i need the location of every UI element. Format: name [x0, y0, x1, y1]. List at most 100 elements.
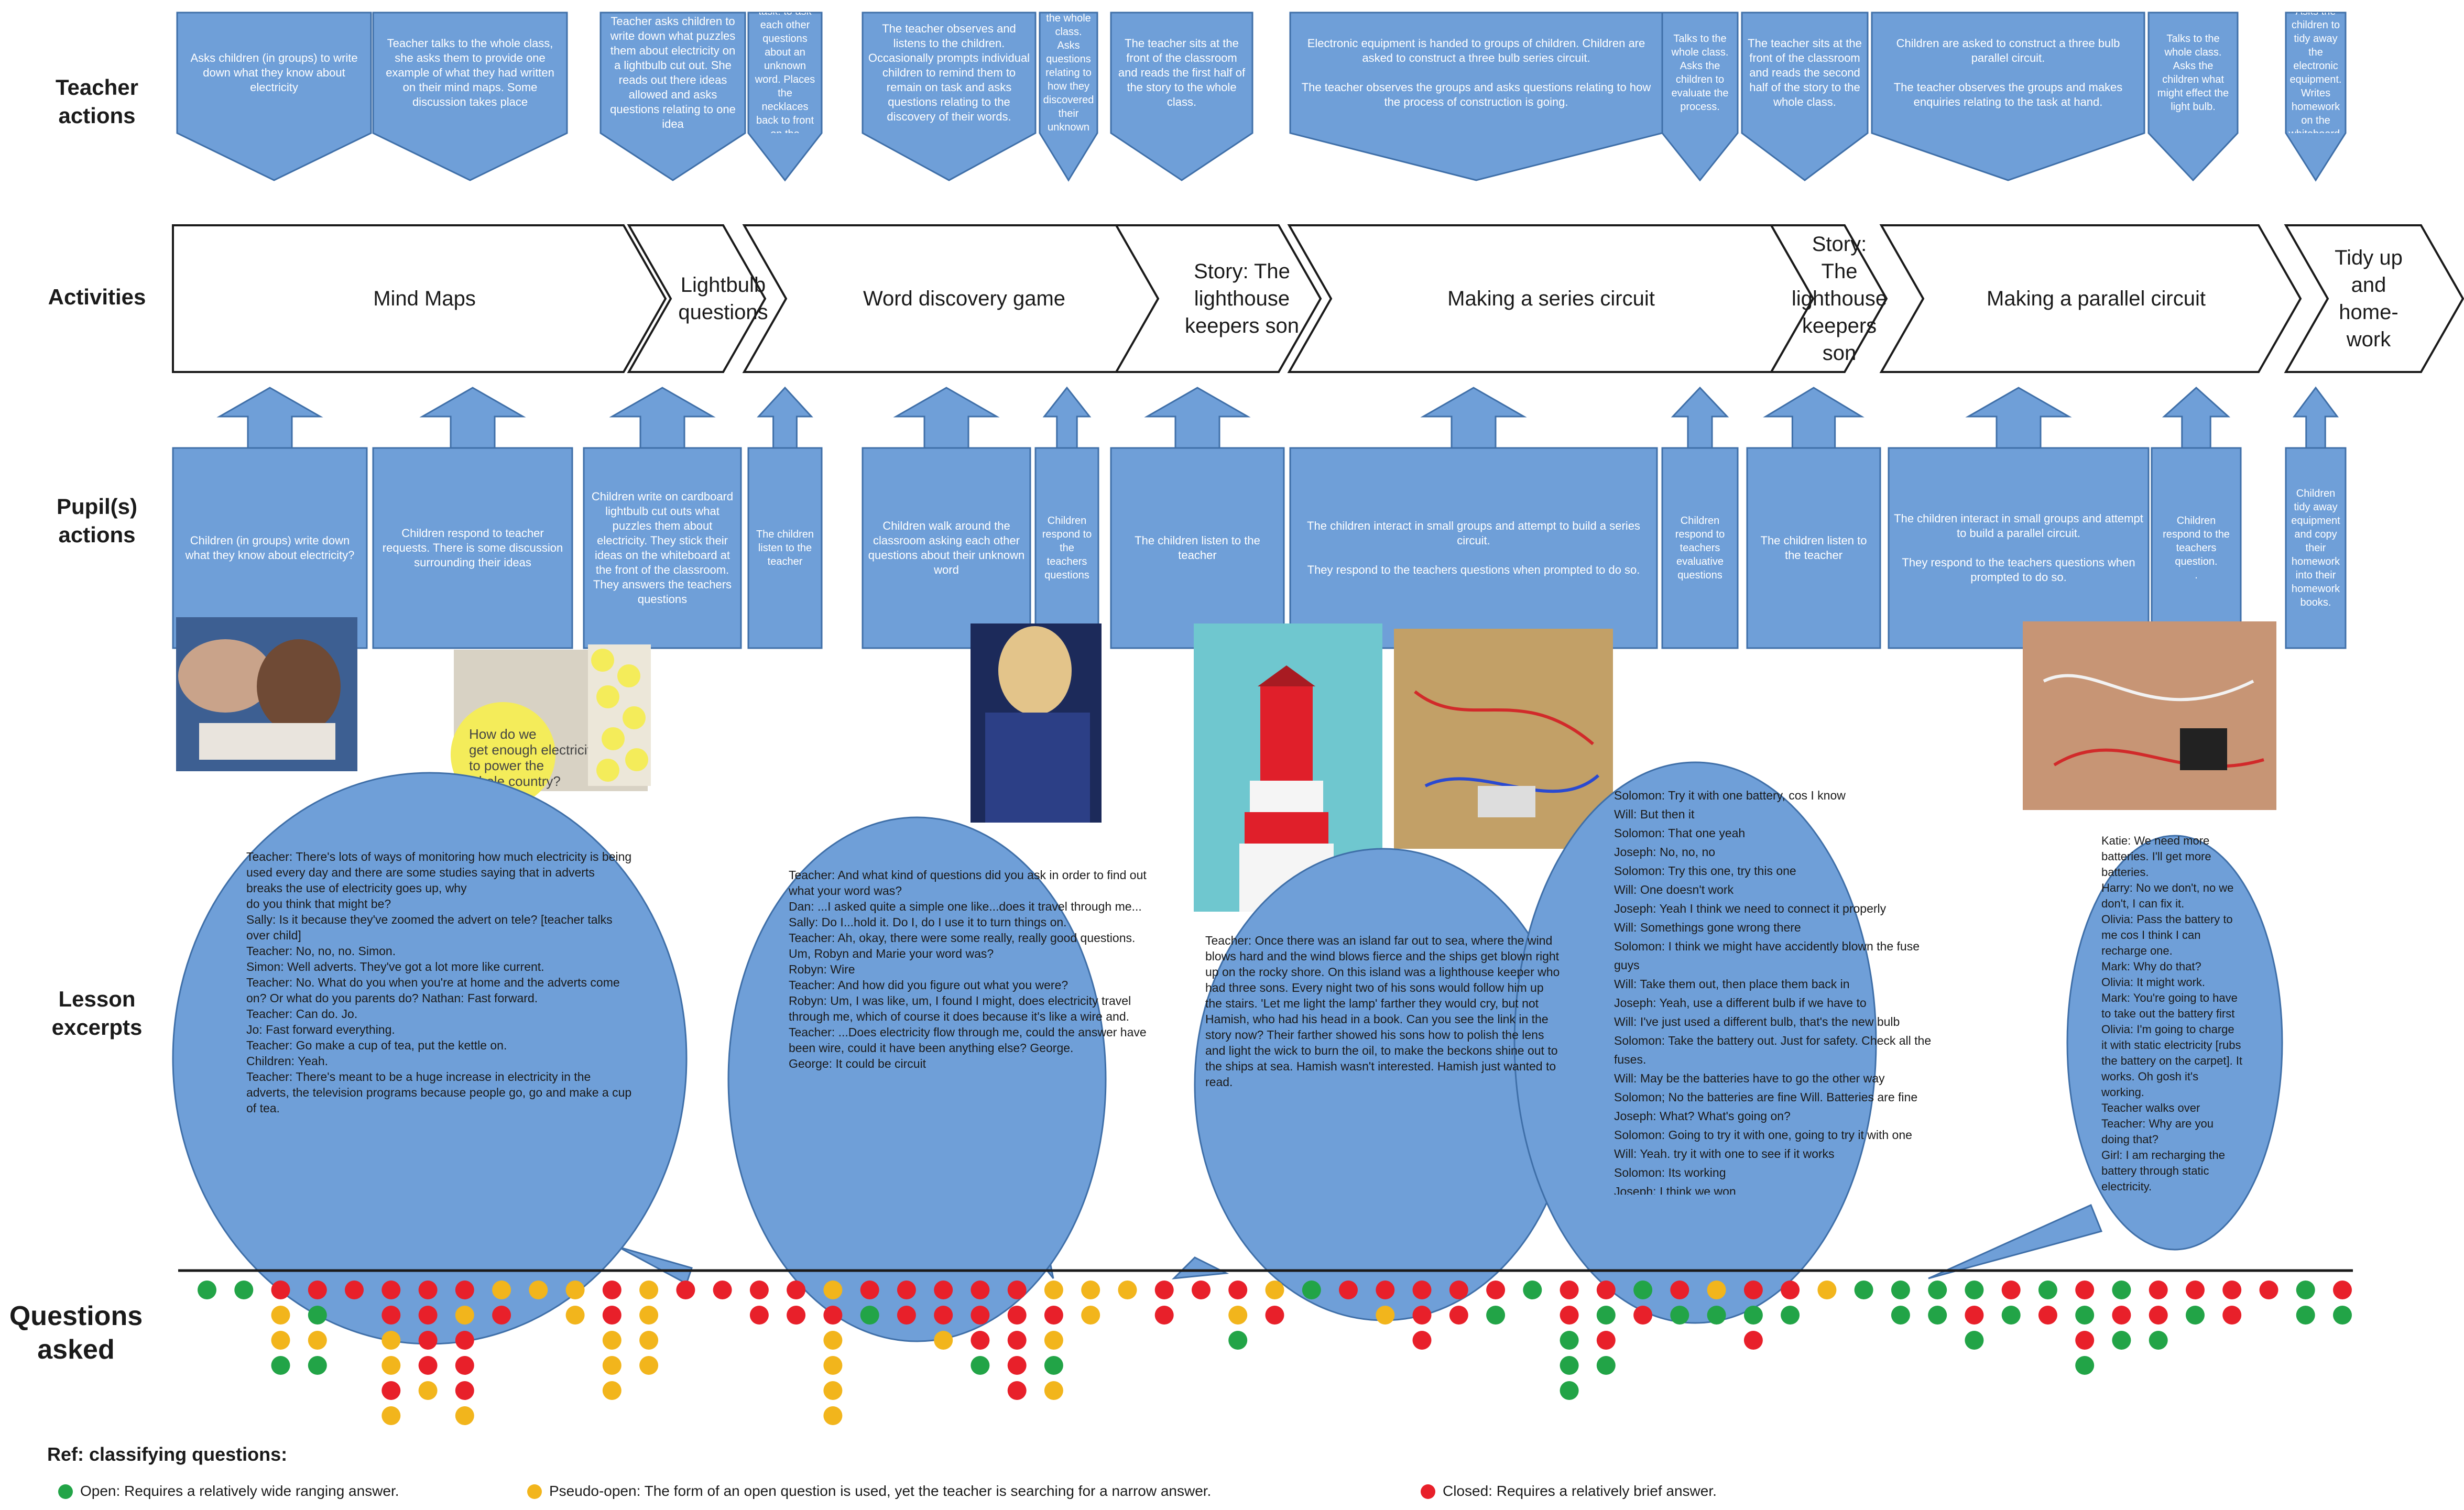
question-dot-open: [2333, 1306, 2352, 1325]
photo-battery: [1478, 786, 1535, 817]
question-dot-closed: [971, 1331, 990, 1350]
question-dot-pseudo-open: [1118, 1281, 1137, 1299]
teacher-action-shape: [747, 12, 823, 182]
question-dot-open: [271, 1356, 290, 1375]
question-dot-pseudo-open: [639, 1281, 659, 1299]
question-dot-closed: [2186, 1281, 2205, 1299]
speech-bubble-tail: [1171, 1256, 1229, 1279]
question-dot-open: [2112, 1281, 2131, 1299]
pupil-action-arrow: [2292, 386, 2339, 449]
activity-label: Story: The lighthouse keepers son: [1791, 233, 1888, 365]
pupil-action-text: Children tidy away equipment and copy th…: [2291, 488, 2340, 608]
question-dot-open: [1743, 1306, 1763, 1325]
speech-bubble-tail: [1928, 1203, 2103, 1279]
pupil-action-arrow: [2162, 386, 2231, 449]
question-dot-open: [1633, 1281, 1653, 1299]
question-dot-closed: [1596, 1281, 1616, 1299]
photo-detail: [985, 713, 1090, 823]
photo-children-group: [176, 617, 357, 771]
question-dot-pseudo-open: [823, 1331, 843, 1350]
question-dot-closed: [2075, 1331, 2095, 1350]
question-dot-open: [2075, 1306, 2095, 1325]
question-dot-open: [1891, 1306, 1910, 1325]
lightbulb-cutout: [625, 748, 648, 771]
row-label-activities: Activities: [48, 285, 146, 309]
question-dot-pseudo-open: [1817, 1281, 1837, 1299]
question-dot-pseudo-open: [565, 1281, 585, 1299]
question-dot-pseudo-open: [1044, 1281, 1063, 1299]
pupil-action-arrow: [1144, 387, 1251, 449]
question-dot-closed: [1781, 1281, 1800, 1299]
question-dot-pseudo-open: [492, 1281, 511, 1299]
lesson-excerpt-text: Teacher: And what kind of questions did …: [789, 868, 1147, 1070]
pupil-action-arrow: [216, 387, 323, 449]
question-dot-closed: [2149, 1281, 2168, 1299]
question-dot-pseudo-open: [823, 1281, 843, 1299]
question-dot-closed: [2001, 1281, 2021, 1299]
pupil-action-shape: [2285, 447, 2347, 649]
legend-label: Pseudo-open: The form of an open questio…: [549, 1483, 1212, 1499]
question-dot-open: [1596, 1306, 1616, 1325]
question-dot-closed: [1265, 1306, 1284, 1325]
question-dot-open: [2038, 1281, 2057, 1299]
question-dot-pseudo-open: [1081, 1281, 1100, 1299]
question-dot-pseudo-open: [1044, 1331, 1063, 1350]
pupil-action-shape: [1746, 447, 1881, 649]
teacher-action-shape: [599, 12, 746, 181]
question-dot-pseudo-open: [418, 1381, 438, 1400]
teacher-action-shape: [1039, 12, 1098, 182]
question-dot-pseudo-open: [1265, 1281, 1284, 1299]
teacher-action-text: Teacher asks children to write down what…: [610, 15, 736, 130]
teacher-action-shape: [372, 12, 568, 181]
question-dot-pseudo-open: [381, 1331, 401, 1350]
photo-parallel-circuit-frame: [2023, 621, 2276, 810]
legend-title: Ref: classifying questions:: [47, 1443, 288, 1465]
question-dot-closed: [381, 1381, 401, 1400]
question-dot-closed: [1044, 1306, 1063, 1325]
lightbulb-cutout: [596, 685, 619, 708]
pupil-action-text: Children walk around the classroom askin…: [868, 519, 1025, 576]
legend-dot: [1421, 1484, 1435, 1499]
pupil-action-text: The children listen to the teacher: [1135, 534, 1260, 562]
pupil-action-arrow: [1042, 386, 1092, 449]
pupil-action-arrow: [1965, 387, 2072, 449]
question-dot-open: [1044, 1356, 1063, 1375]
question-dot-open: [1781, 1306, 1800, 1325]
question-dot-pseudo-open: [823, 1406, 843, 1425]
question-dot-open: [1928, 1306, 1947, 1325]
activity-chevron: [627, 224, 767, 373]
activity-label: Word discovery game: [863, 287, 1066, 310]
lesson-excerpt-text: Teacher: There's lots of ways of monitor…: [246, 850, 632, 1115]
question-dot-open: [1670, 1306, 1689, 1325]
teacher-action-text: Talks to the whole class. Asks questions…: [1043, 13, 1094, 133]
question-dot-open: [1486, 1306, 1506, 1325]
speech-bubble-tail: [618, 1246, 693, 1285]
teacher-action-text: Describes task: to ask each other questi…: [755, 13, 815, 133]
activity-chevron: [1114, 224, 1322, 373]
teacher-action-text: Children are asked to construct a three …: [1893, 37, 2123, 108]
question-dot-closed: [455, 1381, 474, 1400]
pupil-action-shape: [1289, 447, 1658, 649]
question-dot-pseudo-open: [381, 1356, 401, 1375]
question-dot-pseudo-open: [823, 1356, 843, 1375]
question-dot-pseudo-open: [639, 1356, 659, 1375]
question-dot-closed: [676, 1281, 695, 1299]
lighthouse-roof: [1258, 665, 1315, 686]
question-dot-closed: [602, 1306, 622, 1325]
question-dot-pseudo-open: [455, 1306, 474, 1325]
activity-label: Making a series circuit: [1447, 287, 1655, 310]
question-dot-pseudo-open: [639, 1331, 659, 1350]
activity-label: Story: The lighthouse keepers son: [1185, 260, 1299, 337]
pupil-action-arrow: [1420, 387, 1527, 449]
question-dot-open: [308, 1356, 327, 1375]
question-dot-closed: [787, 1306, 806, 1325]
pupil-action-text: Children write on cardboard lightbulb cu…: [591, 490, 734, 606]
pupil-action-text: Children respond to teachers evaluative …: [1675, 515, 1725, 581]
question-dot-open: [2075, 1356, 2095, 1375]
question-dot-pseudo-open: [602, 1331, 622, 1350]
photo-detail: [257, 639, 341, 734]
question-dot-open: [1596, 1356, 1616, 1375]
question-dot-closed: [1154, 1306, 1174, 1325]
question-dot-pseudo-open: [1081, 1306, 1100, 1325]
question-dot-pseudo-open: [602, 1356, 622, 1375]
